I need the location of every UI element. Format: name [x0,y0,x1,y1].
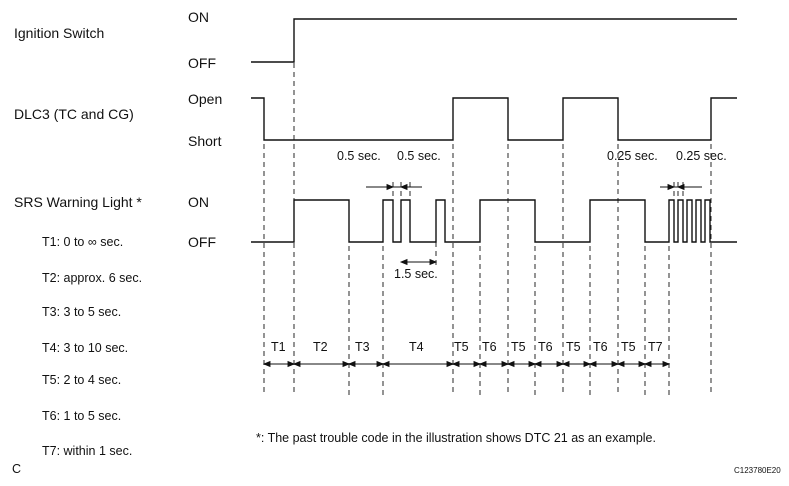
dlc3-short-label: Short [188,133,222,149]
corner-letter: C [12,462,22,476]
srs-on-label: ON [188,194,209,210]
figure-id: C123780E20 [734,466,781,475]
srs-warning-light-label: SRS Warning Light * [14,194,142,210]
ignition-on-label: ON [188,9,209,25]
footnote: *: The past trouble code in the illustra… [256,431,656,445]
dlc3-label: DLC3 (TC and CG) [14,106,134,122]
interval-label: T6 [593,340,608,354]
interval-label: T6 [482,340,497,354]
timing-legend-t7: T7: within 1 sec. [42,444,133,458]
timing-legend-t4: T4: 3 to 10 sec. [42,341,129,355]
ignition-switch-label: Ignition Switch [14,25,105,41]
gap-duration-label: 1.5 sec. [394,267,438,281]
interval-label: T5 [566,340,581,354]
dashed-guides [263,63,712,395]
ignition-off-label: OFF [188,55,216,71]
timing-legend-t6: T6: 1 to 5 sec. [42,409,122,423]
interval-label: T3 [355,340,370,354]
srs-off-label: OFF [188,234,216,250]
dlc-half-sec-label-1: 0.5 sec. [337,149,381,163]
timing-legend-t5: T5: 2 to 4 sec. [42,373,122,387]
dlc-quarter-sec-label-2: 0.25 sec. [676,149,727,163]
timing-legend-t1: T1: 0 to ∞ sec. [42,235,124,249]
timing-legend-t3: T3: 3 to 5 sec. [42,305,122,319]
dlc-half-sec-label-2: 0.5 sec. [397,149,441,163]
dlc3-waveform [251,97,737,141]
interval-label: T1 [271,340,286,354]
dlc-quarter-sec-label-1: 0.25 sec. [607,149,658,163]
timing-legend-t2: T2: approx. 6 sec. [42,271,143,285]
interval-label: T5 [621,340,636,354]
interval-label: T4 [409,340,424,354]
interval-label: T5 [511,340,526,354]
interval-label: T6 [538,340,553,354]
interval-label: T2 [313,340,328,354]
interval-label: T5 [454,340,469,354]
srs-waveform [251,199,737,243]
interval-dimension-row [262,360,671,368]
dlc3-open-label: Open [188,91,223,107]
ignition-waveform [251,18,737,63]
interval-label: T7 [648,340,663,354]
